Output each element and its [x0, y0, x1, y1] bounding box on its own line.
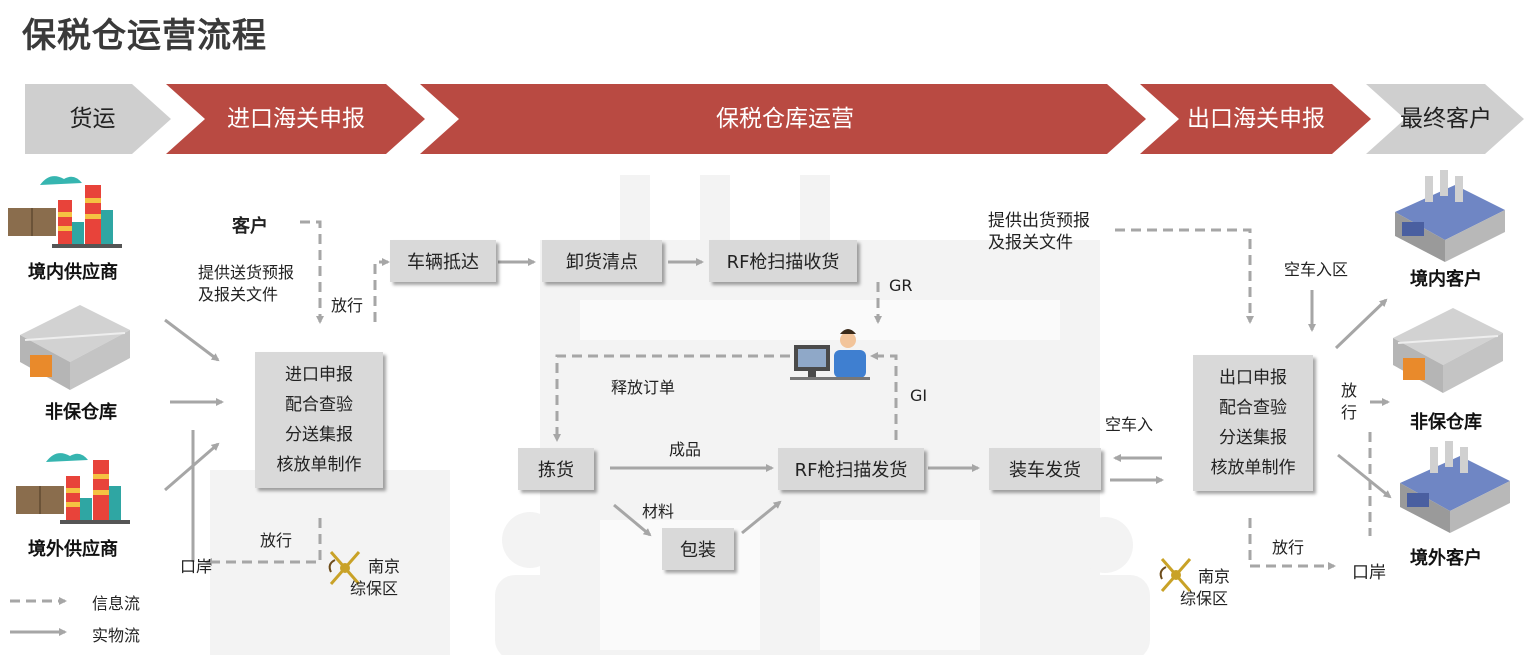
info-arrow [204, 518, 322, 566]
entity-domestic-supplier: 境内供应商 [28, 262, 118, 283]
entity-non-bonded-warehouse-left: 非保仓库 [45, 402, 117, 423]
customs-emblem-icon [1159, 558, 1192, 592]
gi-label: GI [910, 386, 928, 405]
empty-in-label: 空车入 [1105, 415, 1154, 434]
port-label-right: 口岸 [1352, 563, 1386, 583]
physical-arrow [164, 318, 220, 362]
finished-goods-label: 成品 [669, 440, 702, 459]
export-step: 核放单制作 [1210, 458, 1296, 478]
customs-emblem-icon [328, 551, 361, 585]
import-step: 进口申报 [285, 365, 353, 385]
warehouse-icon [20, 305, 130, 390]
empty-in-zone-label: 空车入区 [1284, 260, 1349, 279]
export-step: 分送集报 [1219, 428, 1287, 448]
port-label-left: 口岸 [180, 557, 213, 576]
warehouse-icon [1393, 308, 1503, 393]
phase-label-export: 出口海关申报 [1187, 106, 1325, 132]
entity-non-bonded-warehouse-right: 非保仓库 [1410, 412, 1482, 433]
info-arrow [1115, 228, 1254, 324]
info-arrow [870, 352, 898, 440]
info-arrow [553, 354, 790, 442]
page-title: 保税仓运营流程 [22, 16, 267, 56]
zone-label-left: 南京 综保区 [350, 557, 401, 598]
phase-label-import: 进口海关申报 [227, 106, 365, 132]
phase-chevron-warehouse [420, 84, 1146, 154]
release-label-bottom-right: 放行 [1272, 538, 1305, 557]
factory-icon [16, 453, 130, 524]
phase-chevron-import [166, 84, 425, 154]
export-step: 出口申报 [1219, 368, 1287, 388]
customer-building-icon [1400, 441, 1510, 533]
rf-ship-box: RF枪扫描发货 [778, 448, 924, 490]
legend-physical-flow: 实物流 [92, 626, 141, 645]
physical-arrow [1337, 453, 1392, 499]
picking-box: 拣货 [518, 448, 594, 490]
import-declaration-box: 进口申报 配合查验 分送集报 核放单制作 [255, 352, 383, 488]
info-arrow [300, 220, 324, 324]
customer-label: 客户 [232, 216, 268, 237]
packing-box: 包装 [662, 528, 734, 570]
import-step: 分送集报 [285, 425, 353, 445]
material-label: 材料 [642, 502, 675, 521]
phase-label-customer: 最终客户 [1400, 106, 1492, 132]
phase-chevron-export [1140, 84, 1371, 154]
factory-icon [8, 176, 122, 248]
provide-docs-in-label: 提供送货预报 及报关文件 [198, 263, 295, 304]
release-label-bottom-left: 放行 [260, 531, 293, 550]
vehicle-arrival-box: 车辆抵达 [390, 240, 496, 282]
entity-domestic-customer: 境内客户 [1410, 269, 1482, 290]
physical-arrow [1334, 298, 1388, 350]
unload-count-box: 卸货清点 [542, 240, 662, 282]
export-step: 配合查验 [1219, 398, 1287, 418]
phase-label-freight: 货运 [69, 106, 116, 132]
customer-building-icon [1395, 170, 1505, 262]
gr-label: GR [889, 276, 913, 295]
info-arrow [373, 258, 390, 322]
zone-label-right: 南京 综保区 [1180, 567, 1231, 608]
release-label: 放行 [331, 296, 364, 315]
legend-info-flow: 信息流 [92, 594, 141, 613]
operator-computer-icon [790, 329, 870, 380]
entity-overseas-supplier: 境外供应商 [28, 539, 118, 560]
provide-docs-out-label: 提供出货预报 及报关文件 [988, 211, 1090, 253]
release-order-label: 释放订单 [611, 378, 676, 397]
phase-label-warehouse: 保税仓库运营 [716, 106, 854, 132]
entity-overseas-customer: 境外客户 [1410, 548, 1482, 569]
physical-arrow [613, 503, 652, 537]
release-label-right: 放行 [1341, 381, 1358, 422]
phase-chevron-customer [1366, 84, 1524, 154]
import-step: 配合查验 [285, 395, 353, 415]
export-declaration-box: 出口申报 配合查验 分送集报 核放单制作 [1193, 355, 1313, 491]
info-arrow [1248, 518, 1336, 570]
phase-chevron-freight [25, 84, 171, 154]
physical-arrow [741, 500, 782, 535]
loading-box: 装车发货 [989, 448, 1101, 490]
import-step: 核放单制作 [276, 455, 362, 475]
rf-receive-box: RF枪扫描收货 [709, 240, 857, 282]
